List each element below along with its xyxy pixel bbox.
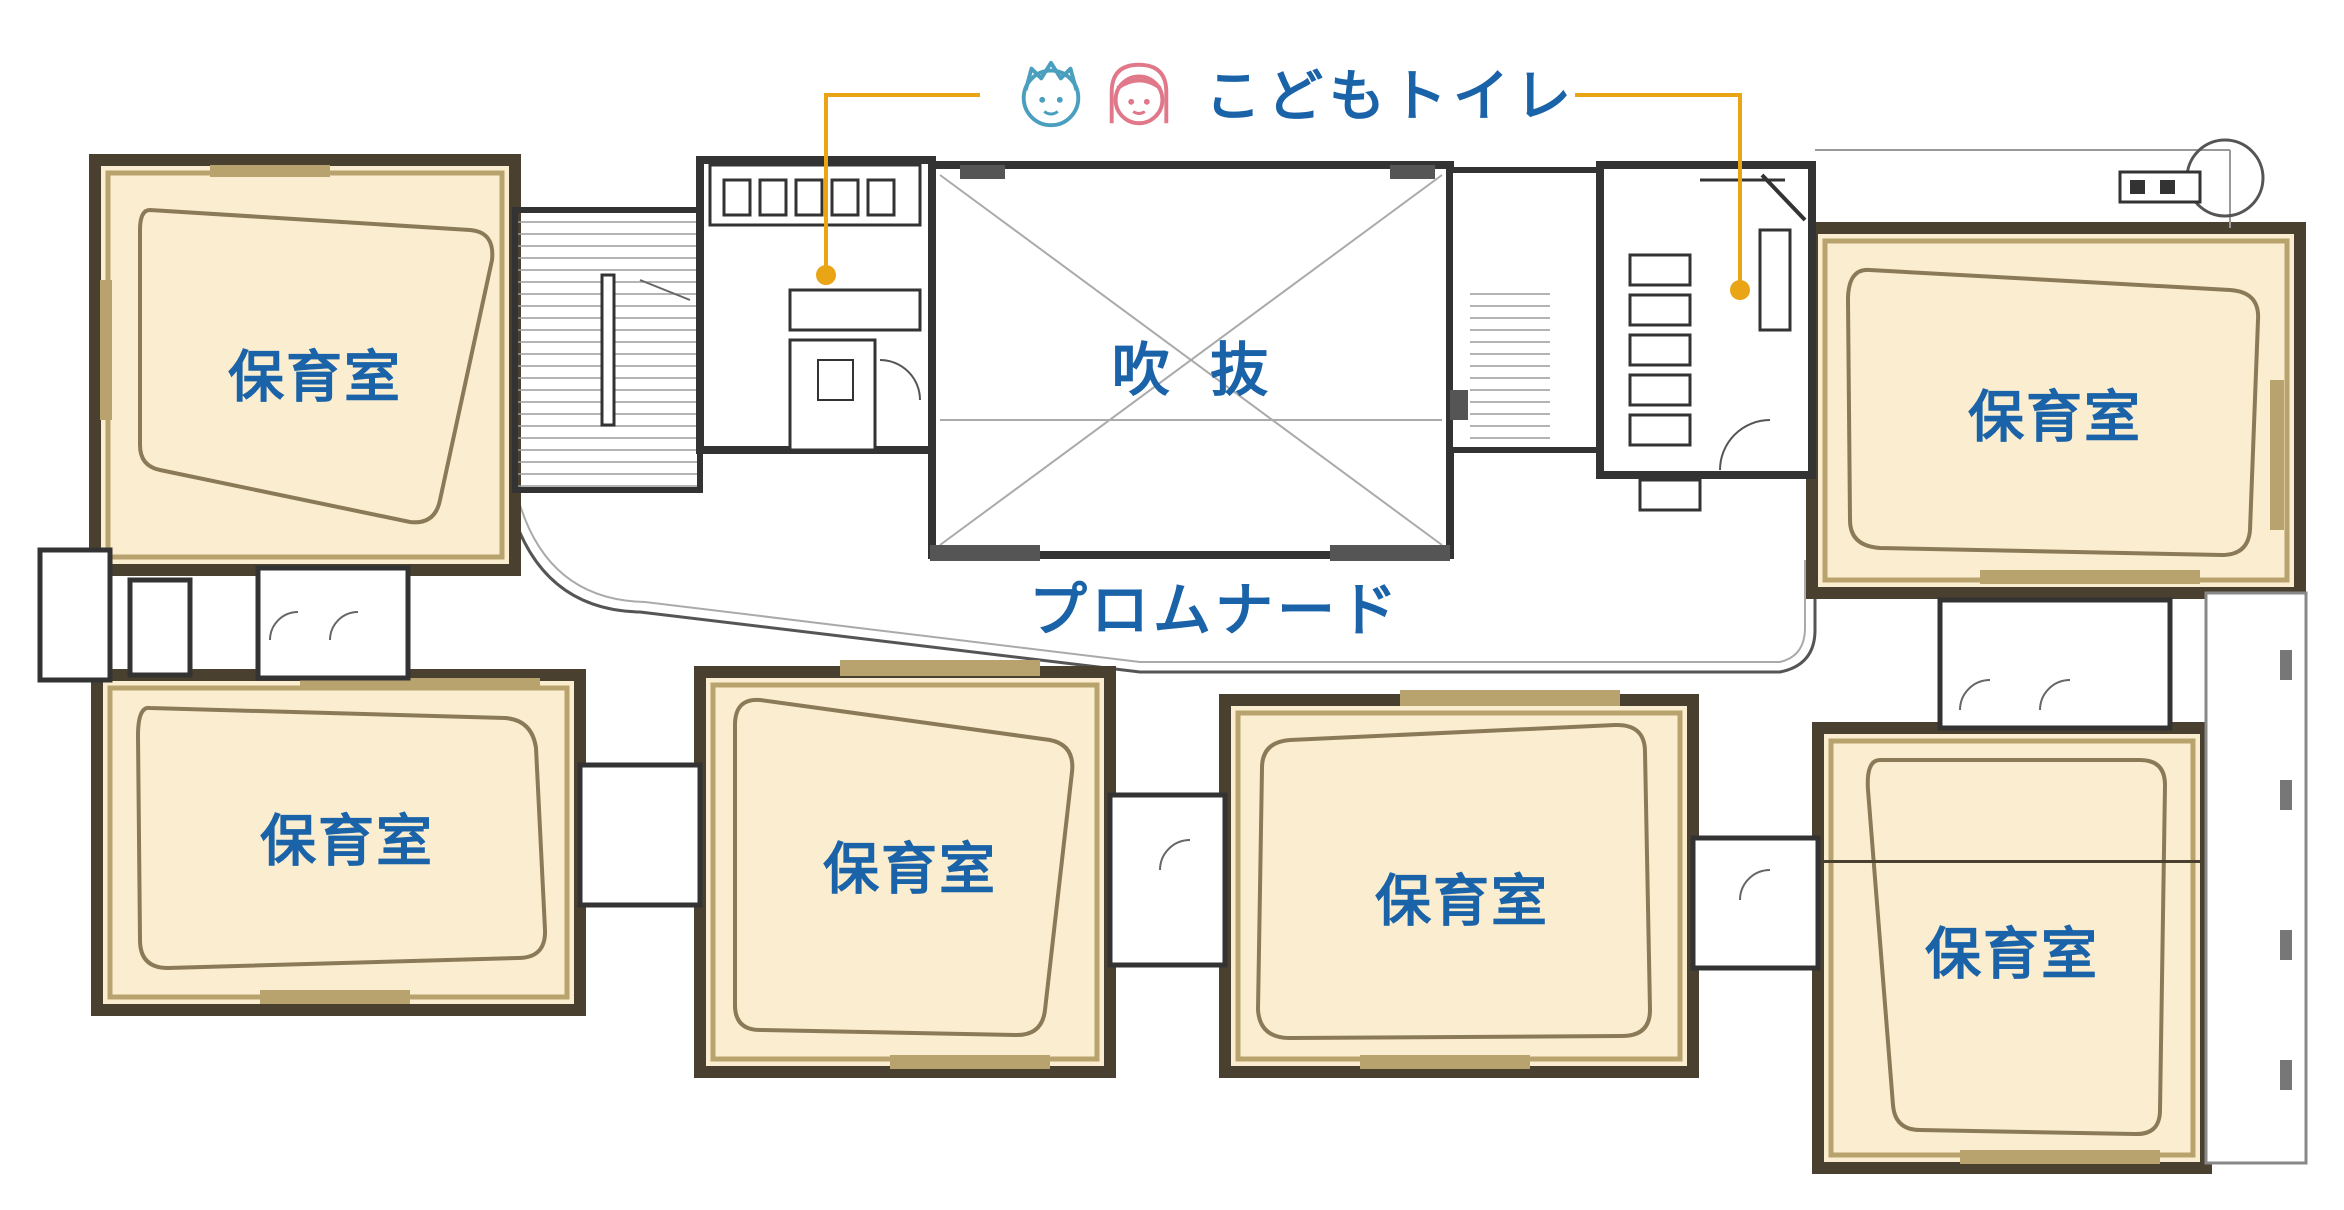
nursery-room-6 xyxy=(1812,722,2212,1174)
nursery-label-6: 保育室 xyxy=(1925,922,2099,988)
nursery-room-4 xyxy=(694,660,1116,1078)
toilet-block-left xyxy=(696,156,936,454)
nursery-label-3: 保育室 xyxy=(260,809,434,875)
promenade-outline xyxy=(508,504,1817,674)
callout-lines xyxy=(824,93,1742,290)
nursery-room-3 xyxy=(91,669,586,1016)
callout-dot-left xyxy=(816,265,836,285)
staircase-left xyxy=(512,207,703,493)
girl-face-icon xyxy=(1109,62,1169,126)
kids-toilet-title: こどもトイレ xyxy=(1205,64,1577,130)
nursery-room-2 xyxy=(1806,222,2306,599)
atrium-label: 吹 抜 xyxy=(1111,336,1279,404)
connector-rooms xyxy=(37,547,2173,971)
callout-dot-right xyxy=(1730,280,1750,300)
outer-terrace xyxy=(1815,138,2308,1165)
boy-face-icon xyxy=(1021,60,1081,128)
toilet-block-right xyxy=(1596,161,1816,512)
nursery-label-2: 保育室 xyxy=(1968,385,2142,451)
nursery-label-1: 保育室 xyxy=(228,345,402,411)
nursery-label-4: 保育室 xyxy=(823,837,997,903)
nursery-label-5: 保育室 xyxy=(1375,869,1549,935)
promenade-inner-outline xyxy=(519,504,1806,663)
promenade-label: プロムナード xyxy=(1028,576,1402,644)
atrium xyxy=(928,161,1454,561)
door-swings xyxy=(269,611,2071,901)
staircase-right xyxy=(1447,167,1603,453)
nursery-room-5 xyxy=(1219,690,1699,1078)
